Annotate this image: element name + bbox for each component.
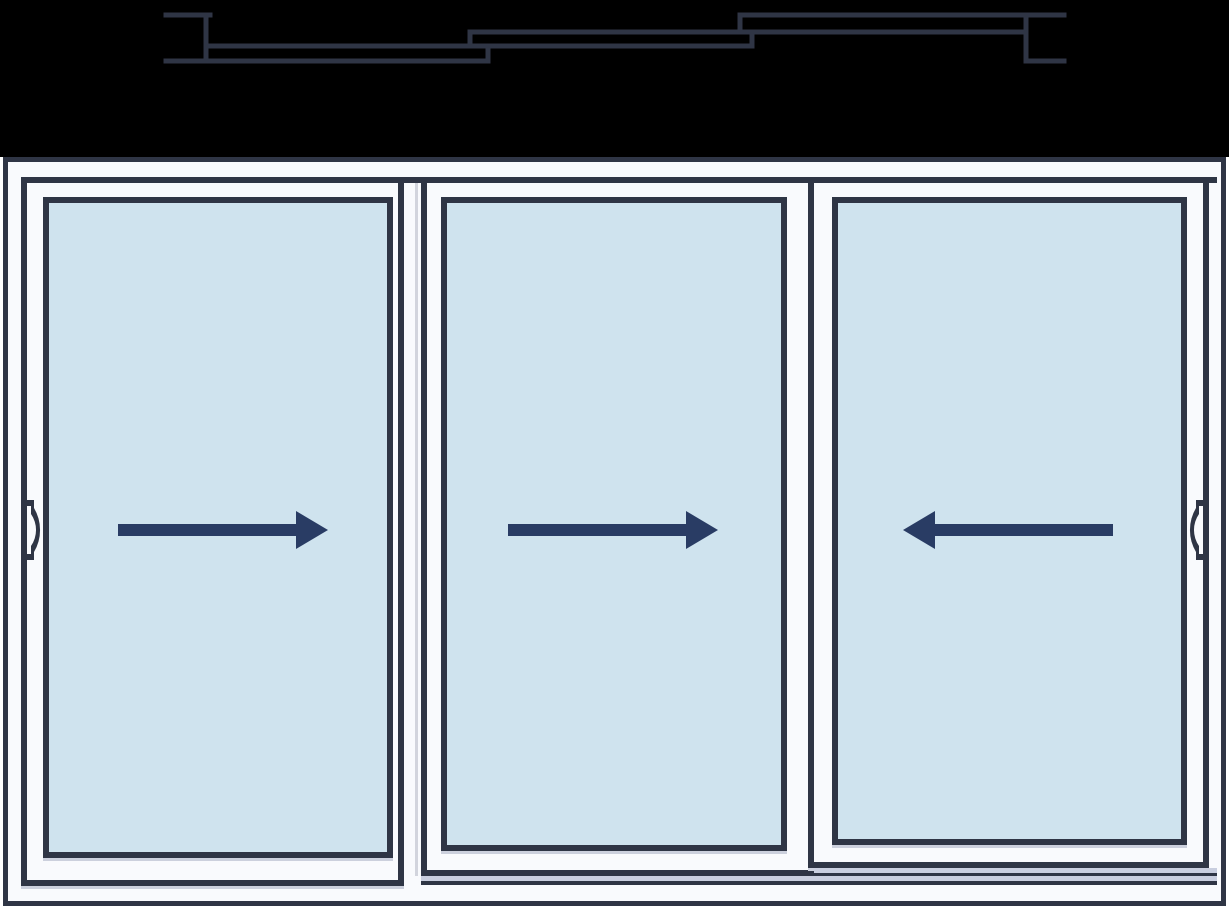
slide-arrow-icon	[508, 511, 718, 549]
pull-handle-icon	[27, 500, 41, 560]
sill-track-lower	[421, 876, 1217, 885]
track-plan-diagram	[163, 12, 1067, 64]
pull-handle-icon	[1189, 500, 1203, 560]
sill-track-upper	[814, 868, 1217, 876]
meeting-stile-gap-line	[415, 183, 418, 876]
door-frame	[3, 157, 1226, 906]
plan-view-band	[0, 0, 1229, 157]
slide-arrow-icon	[903, 511, 1113, 549]
slide-arrow-icon	[118, 511, 328, 549]
glass-pane-right	[832, 197, 1187, 845]
